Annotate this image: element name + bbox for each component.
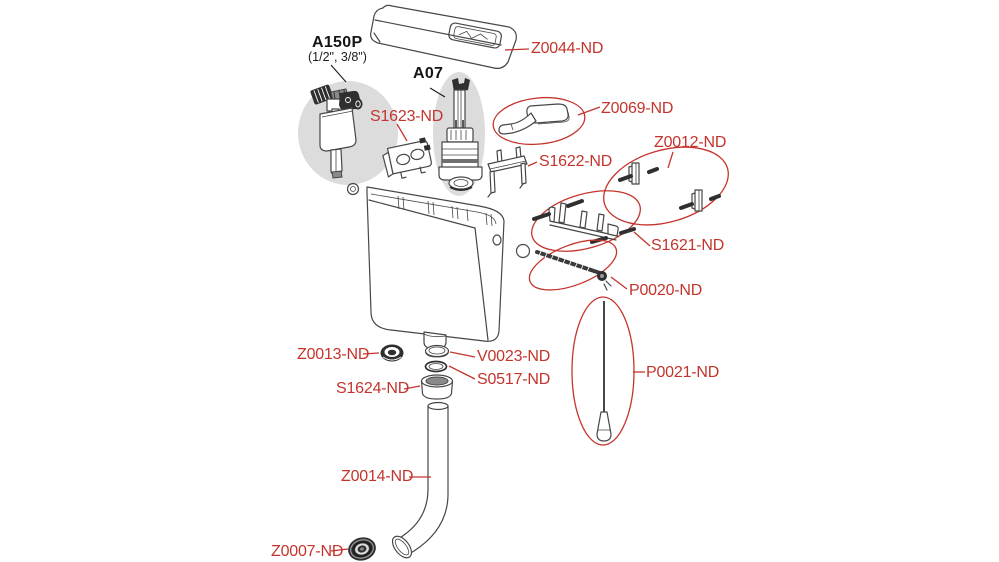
label-a07: A07 — [413, 65, 444, 82]
label-s1622: S1622-ND — [539, 153, 613, 170]
part-pipe-nut-z0007 — [348, 537, 376, 561]
label-z0069: Z0069-ND — [601, 100, 674, 117]
part-fill-valve-a150p — [310, 84, 363, 179]
leader-lines — [330, 48, 674, 552]
label-p0021: P0021-ND — [646, 364, 720, 381]
label-a150p-size: (1/2", 3/8") — [308, 50, 367, 64]
label-z0007: Z0007-ND — [271, 543, 344, 560]
part-flush-valve-a07 — [438, 78, 483, 191]
lid-button-recess — [448, 22, 502, 49]
label-z0014: Z0014-ND — [341, 468, 414, 485]
part-clips-z0012 — [603, 146, 729, 226]
tank-side-plug — [515, 243, 531, 259]
label-z0013: Z0013-ND — [297, 346, 370, 363]
label-p0020: P0020-ND — [629, 282, 703, 299]
label-z0012: Z0012-ND — [654, 134, 727, 151]
part-threaded-rod-p0020 — [528, 239, 618, 291]
label-s1621: S1621-ND — [651, 237, 725, 254]
part-seal-ring-v0023 — [424, 344, 450, 358]
part-grommet-z0013 — [380, 344, 404, 362]
label-v0023: V0023-ND — [477, 348, 551, 365]
label-z0044: Z0044-ND — [531, 40, 604, 57]
label-s1624: S1624-ND — [336, 380, 410, 397]
part-bracket-s1622 — [487, 146, 528, 198]
part-oring-s0517 — [424, 360, 448, 373]
part-rail-s1621 — [531, 190, 641, 252]
pointer-line-a07 — [429, 87, 446, 98]
part-flush-pipe-z0014 — [391, 401, 449, 559]
part-pin-p0021 — [571, 296, 635, 446]
part-cistern-tank — [366, 186, 505, 350]
part-cistern-lid — [370, 4, 517, 69]
label-s0517: S0517-ND — [477, 371, 551, 388]
pointer-line-a150p — [330, 64, 347, 83]
tank-left-grommet — [346, 182, 360, 196]
label-a150p: A150P — [312, 34, 363, 51]
label-s1623: S1623-ND — [370, 108, 444, 125]
part-coupling-nut-s1624 — [420, 374, 454, 400]
part-lever-z0069 — [492, 96, 586, 146]
part-clamp-s1623 — [382, 137, 432, 179]
